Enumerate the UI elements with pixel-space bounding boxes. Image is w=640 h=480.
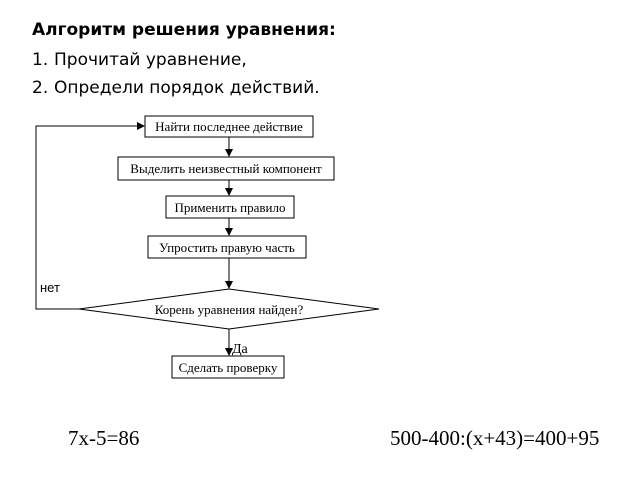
step-number: 1. xyxy=(32,50,49,70)
step-item: 1.Прочитай уравнение, xyxy=(32,48,320,76)
step-text: Определи порядок действий. xyxy=(54,78,320,98)
flow-decision-label: Корень уравнения найден? xyxy=(155,302,304,317)
step-number: 2. xyxy=(32,78,49,98)
flow-node-label: Найти последнее действие xyxy=(155,119,303,134)
step-item: 2.Определи порядок действий. xyxy=(32,76,320,104)
flow-node-simplify-right-part xyxy=(147,235,307,259)
flow-node-find-unknown-component xyxy=(117,156,335,181)
flow-node-apply-rule xyxy=(165,195,295,219)
flow-node-label: Упростить правую часть xyxy=(159,240,295,255)
flow-node-check xyxy=(171,355,285,379)
equation-1: 7x-5=86 xyxy=(68,426,140,450)
equation-2: 500-400:(x+43)=400+95 xyxy=(390,426,600,450)
flow-node-label: Применить правило xyxy=(175,200,286,215)
steps-list: 1.Прочитай уравнение, 2.Определи порядок… xyxy=(32,48,320,104)
flow-arrow-no-loop xyxy=(35,122,145,310)
no-label: нет xyxy=(40,280,60,295)
step-text: Прочитай уравнение, xyxy=(54,50,247,70)
page-title: Алгоритм решения уравнения: xyxy=(32,20,336,40)
yes-label: Да xyxy=(232,342,249,357)
flow-node-label: Выделить неизвестный компонент xyxy=(130,161,322,176)
flow-node-label: Сделать проверку xyxy=(179,360,278,375)
